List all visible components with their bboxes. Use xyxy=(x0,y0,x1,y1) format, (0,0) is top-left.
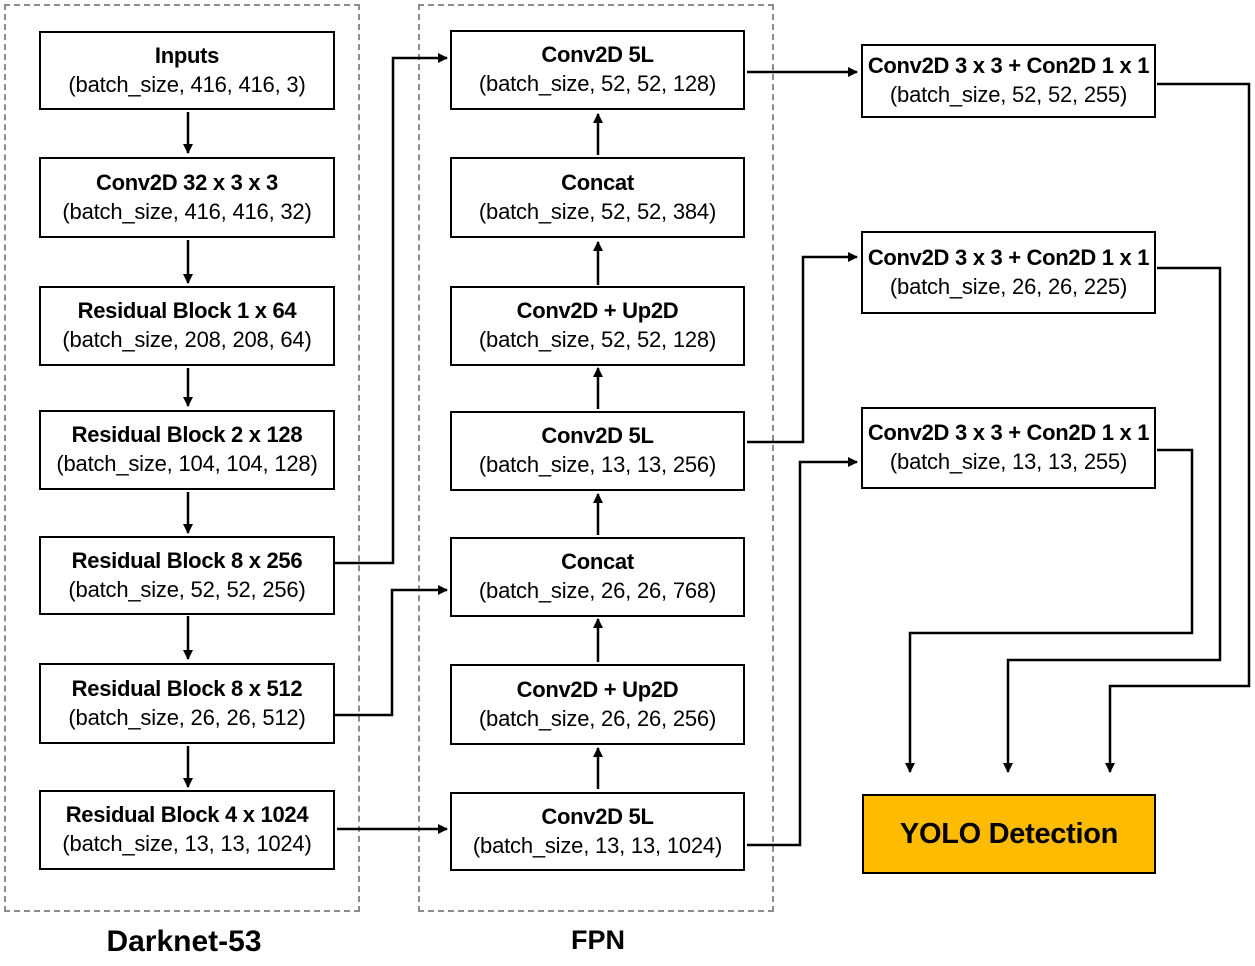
node-title: Concat xyxy=(561,549,634,575)
head-node-13: Conv2D 3 x 3 + Con2D 1 x 1 (batch_size, … xyxy=(861,407,1156,489)
node-title: Conv2D 3 x 3 + Con2D 1 x 1 xyxy=(867,53,1150,79)
fpn-node-conv2d-5l-256: Conv2D 5L (batch_size, 13, 13, 256) xyxy=(450,411,745,491)
node-shape: (batch_size, 13, 13, 1024) xyxy=(472,832,723,858)
node-shape: (batch_size, 13, 13, 255) xyxy=(889,449,1128,474)
arrow-fpn-bottom-to-head3 xyxy=(747,457,858,847)
darknet-node-residual-128: Residual Block 2 x 128 (batch_size, 104,… xyxy=(39,410,335,490)
fpn-label: FPN xyxy=(571,925,625,955)
arrow-res512-to-concat768 xyxy=(335,585,448,717)
fpn-node-concat-768: Concat (batch_size, 26, 26, 768) xyxy=(450,537,745,617)
node-shape: (batch_size, 104, 104, 128) xyxy=(56,451,318,476)
head-node-26: Conv2D 3 x 3 + Con2D 1 x 1 (batch_size, … xyxy=(861,231,1156,314)
darknet-node-residual-64: Residual Block 1 x 64 (batch_size, 208, … xyxy=(39,286,335,366)
node-title: Concat xyxy=(561,169,634,195)
head-node-52: Conv2D 3 x 3 + Con2D 1 x 1 (batch_size, … xyxy=(861,44,1156,118)
node-title: Conv2D 3 x 3 + Con2D 1 x 1 xyxy=(867,244,1150,270)
fpn-node-conv2d-up2d-128: Conv2D + Up2D (batch_size, 52, 52, 128) xyxy=(450,286,745,366)
node-title: Conv2D 5L xyxy=(541,803,654,829)
node-shape: (batch_size, 13, 13, 1024) xyxy=(62,831,312,856)
node-shape: (batch_size, 26, 26, 768) xyxy=(478,578,717,603)
node-shape: (batch_size, 52, 52, 384) xyxy=(478,198,717,224)
node-title: Inputs xyxy=(154,42,220,68)
node-title: Conv2D 5L xyxy=(541,423,654,449)
darknet-node-residual-256: Residual Block 8 x 256 (batch_size, 52, … xyxy=(39,536,335,615)
node-title: Residual Block 8 x 512 xyxy=(71,675,303,701)
darknet-node-inputs: Inputs (batch_size, 416, 416, 3) xyxy=(39,31,335,110)
fpn-node-concat-384: Concat (batch_size, 52, 52, 384) xyxy=(450,157,745,238)
arrow-head2-to-yolo xyxy=(1003,266,1222,773)
node-title: Conv2D + Up2D xyxy=(516,298,679,324)
node-shape: (batch_size, 52, 52, 128) xyxy=(478,71,717,96)
yolo-detection-label: YOLO Detection xyxy=(899,817,1119,850)
node-shape: (batch_size, 52, 52, 256) xyxy=(68,576,306,602)
darknet-53-group xyxy=(4,4,360,912)
node-shape: (batch_size, 52, 52, 255) xyxy=(889,82,1128,107)
node-title: Residual Block 4 x 1024 xyxy=(65,802,309,828)
node-shape: (batch_size, 416, 416, 3) xyxy=(68,71,306,97)
darknet-node-residual-512: Residual Block 8 x 512 (batch_size, 26, … xyxy=(39,663,335,744)
arrow-head3-to-yolo xyxy=(905,448,1194,773)
node-title: Conv2D 5L xyxy=(541,42,654,68)
node-shape: (batch_size, 26, 26, 256) xyxy=(478,705,717,731)
fpn-node-conv2d-5l-52: Conv2D 5L (batch_size, 52, 52, 128) xyxy=(450,30,745,110)
darknet-node-conv2d-32: Conv2D 32 x 3 x 3 (batch_size, 416, 416,… xyxy=(39,157,335,238)
node-title: Residual Block 8 x 256 xyxy=(71,547,303,573)
node-title: Conv2D 32 x 3 x 3 xyxy=(96,169,278,195)
node-title: Residual Block 1 x 64 xyxy=(77,298,297,324)
node-shape: (batch_size, 26, 26, 512) xyxy=(68,704,306,730)
node-title: Conv2D 3 x 3 + Con2D 1 x 1 xyxy=(867,420,1150,446)
node-shape: (batch_size, 52, 52, 128) xyxy=(478,327,717,352)
node-shape: (batch_size, 208, 208, 64) xyxy=(62,327,312,352)
node-shape: (batch_size, 13, 13, 256) xyxy=(478,452,717,477)
fpn-node-conv2d-5l-1024: Conv2D 5L (batch_size, 13, 13, 1024) xyxy=(450,792,745,871)
fpn-group xyxy=(418,4,774,912)
darknet-node-residual-1024: Residual Block 4 x 1024 (batch_size, 13,… xyxy=(39,790,335,870)
yolo-detection-node: YOLO Detection xyxy=(862,794,1156,874)
darknet-53-label: Darknet-53 xyxy=(106,925,262,958)
node-shape: (batch_size, 416, 416, 32) xyxy=(62,198,312,224)
arrow-fpn-mid-to-head2 xyxy=(747,252,858,444)
node-title: Conv2D + Up2D xyxy=(516,676,679,702)
fpn-node-conv2d-up2d-256: Conv2D + Up2D (batch_size, 26, 26, 256) xyxy=(450,664,745,745)
node-title: Residual Block 2 x 128 xyxy=(71,422,303,448)
arrow-res256-to-fpn-top xyxy=(335,53,448,565)
node-shape: (batch_size, 26, 26, 225) xyxy=(889,273,1128,299)
arrow-head1-to-yolo xyxy=(1105,82,1251,773)
